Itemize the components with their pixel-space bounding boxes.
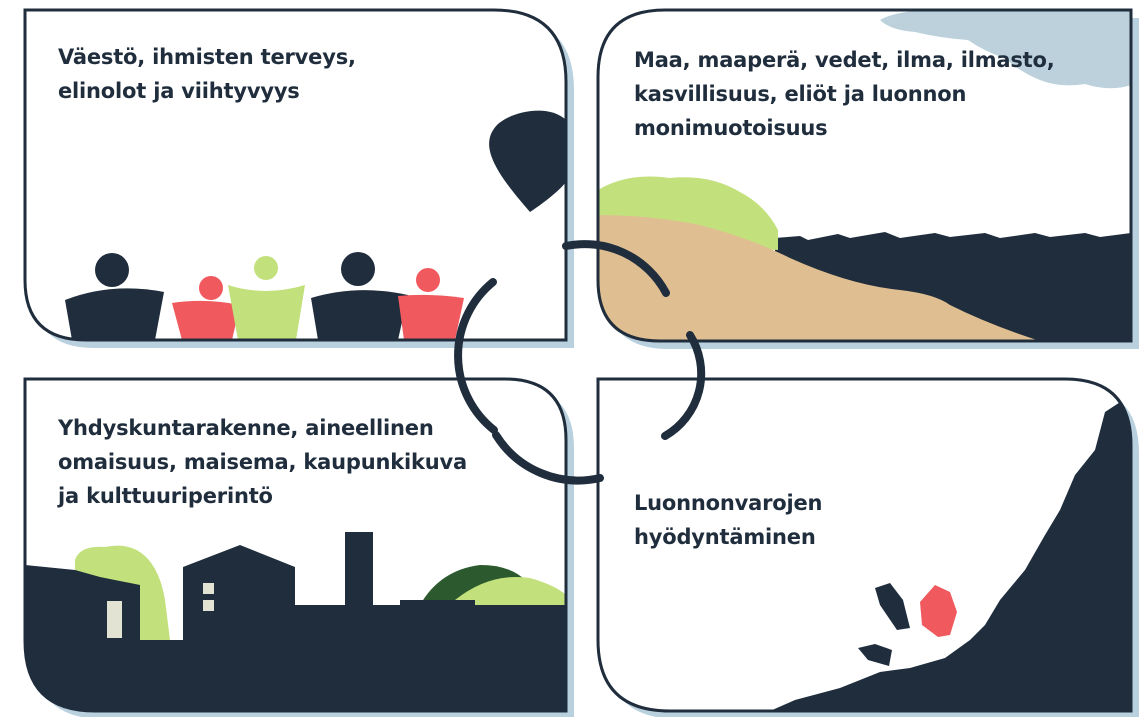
label-line: elinolot ja viihtyvyys: [58, 74, 356, 108]
label-line: Väestö, ihmisten terveys,: [58, 40, 356, 74]
label-line: kasvillisuus, eliöt ja luonnon: [634, 77, 1055, 111]
label-line: hyödyntäminen: [634, 520, 822, 554]
panel-environment-label: Maa, maaperä, vedet, ilma, ilmasto, kasv…: [634, 43, 1055, 145]
label-line: Luonnonvarojen: [634, 486, 822, 520]
label-line: Maa, maaperä, vedet, ilma, ilmasto,: [634, 43, 1055, 77]
panel-community-label: Yhdyskuntarakenne, aineellinen omaisuus,…: [58, 411, 467, 513]
panel-population-label: Väestö, ihmisten terveys, elinolot ja vi…: [58, 40, 356, 108]
label-line: ja kulttuuriperintö: [58, 479, 467, 513]
label-line: omaisuus, maisema, kaupunkikuva: [58, 445, 467, 479]
label-line: monimuotoisuus: [634, 111, 1055, 145]
panel-resources-label: Luonnonvarojen hyödyntäminen: [634, 486, 822, 554]
label-line: Yhdyskuntarakenne, aineellinen: [58, 411, 467, 445]
